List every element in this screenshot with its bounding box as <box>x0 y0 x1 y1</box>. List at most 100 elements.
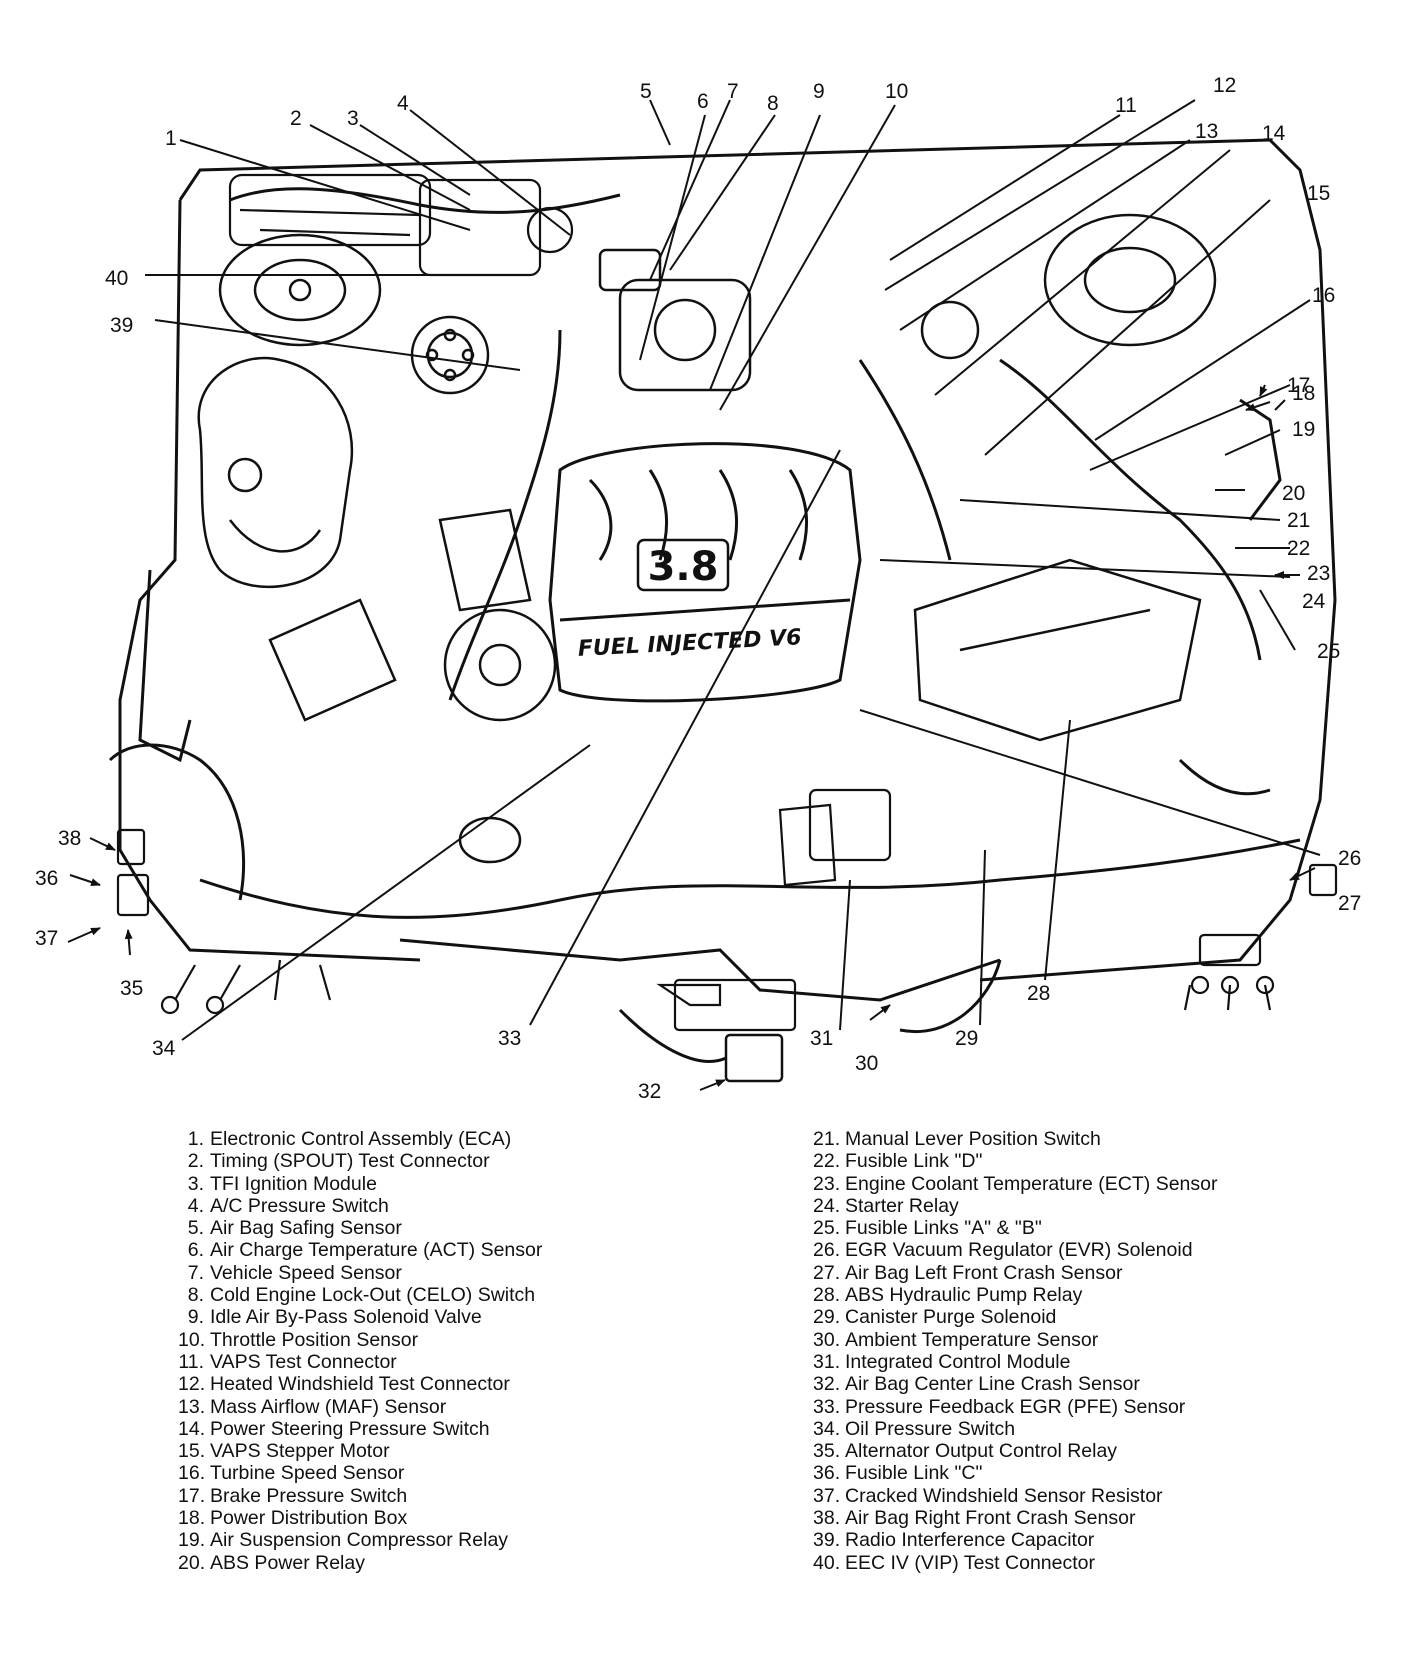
svg-text:3: 3 <box>347 107 359 130</box>
svg-text:38: 38 <box>58 827 81 850</box>
svg-text:12: 12 <box>1213 74 1236 97</box>
svg-text:30: 30 <box>855 1052 878 1075</box>
svg-text:4: 4 <box>397 92 409 115</box>
lower-right-connectors <box>1183 863 1338 1011</box>
callout-arrows <box>67 384 1316 1091</box>
svg-text:29: 29 <box>955 1027 978 1050</box>
legend-item: 23.Engine Coolant Temperature (ECT) Sens… <box>813 1172 1218 1195</box>
center-crash-sensor-body <box>724 1033 784 1083</box>
legend-item: 19.Air Suspension Compressor Relay <box>178 1529 509 1552</box>
engine-compartment-diagram: 3.8 FUEL INJECTED V6 <box>35 74 1361 1103</box>
legend-item: 8.Cold Engine Lock-Out (CELO) Switch <box>187 1284 536 1307</box>
legend-item: 14.Power Steering Pressure Switch <box>178 1417 490 1440</box>
legend-item: 26.EGR Vacuum Regulator (EVR) Solenoid <box>813 1239 1193 1262</box>
legend-item: 25.Fusible Links "A" & "B" <box>813 1217 1042 1240</box>
legend-item: 28.ABS Hydraulic Pump Relay <box>813 1284 1083 1307</box>
svg-text:28: 28 <box>1027 982 1050 1005</box>
legend-item: 4.A/C Pressure Switch <box>187 1194 389 1217</box>
svg-text:20: 20 <box>1282 482 1305 505</box>
svg-text:24: 24 <box>1302 590 1326 613</box>
svg-text:11: 11 <box>1115 94 1137 117</box>
svg-text:36: 36 <box>35 867 58 890</box>
left-strut-tower <box>218 233 382 347</box>
legend-item: 15.VAPS Stepper Motor <box>178 1440 390 1463</box>
distributor <box>410 315 490 395</box>
wiring-harness <box>108 187 1301 1063</box>
svg-text:23: 23 <box>1307 562 1330 585</box>
svg-text:39: 39 <box>110 314 133 337</box>
legend-item: 2.Timing (SPOUT) Test Connector <box>187 1150 490 1173</box>
right-strut-tower <box>920 213 1217 360</box>
legend-item: 36.Fusible Link "C" <box>813 1462 983 1485</box>
legend-item: 9.Idle Air By-Pass Solenoid Valve <box>187 1306 482 1329</box>
legend-item: 39.Radio Interference Capacitor <box>813 1529 1095 1552</box>
legend-item: 33.Pressure Feedback EGR (PFE) Sensor <box>813 1395 1186 1418</box>
intake-manifold <box>548 442 862 703</box>
legend-item: 38.Air Bag Right Front Crash Sensor <box>813 1507 1136 1530</box>
svg-text:32: 32 <box>638 1080 661 1103</box>
svg-text:33: 33 <box>498 1027 521 1050</box>
legend-item: 27.Air Bag Left Front Crash Sensor <box>813 1261 1123 1284</box>
svg-text:26: 26 <box>1338 847 1361 870</box>
svg-text:35: 35 <box>120 977 143 1000</box>
svg-text:6: 6 <box>697 90 709 113</box>
legend-item: 12.Heated Windshield Test Connector <box>178 1373 510 1396</box>
legend-item: 29.Canister Purge Solenoid <box>813 1306 1057 1329</box>
legend-item: 35.Alternator Output Control Relay <box>813 1440 1118 1463</box>
legend-item: 40.EEC IV (VIP) Test Connector <box>813 1551 1095 1574</box>
svg-text:22: 22 <box>1287 537 1310 560</box>
legend-item: 18.Power Distribution Box <box>178 1507 408 1530</box>
svg-text:34: 34 <box>152 1037 176 1060</box>
legend-item: 31.Integrated Control Module <box>813 1350 1071 1373</box>
svg-text:8: 8 <box>767 92 779 115</box>
svg-text:5: 5 <box>640 80 652 103</box>
svg-text:15: 15 <box>1307 182 1330 205</box>
svg-text:16: 16 <box>1312 284 1335 307</box>
svg-text:27: 27 <box>1338 892 1361 915</box>
fuel-injected-badge: FUEL INJECTED V6 <box>577 625 802 662</box>
svg-text:9: 9 <box>813 80 825 103</box>
alternator <box>438 508 557 722</box>
legend-item: 5.Air Bag Safing Sensor <box>187 1217 402 1240</box>
svg-text:40: 40 <box>105 267 128 290</box>
legend-item: 37.Cracked Windshield Sensor Resistor <box>813 1484 1163 1507</box>
legend-item: 21.Manual Lever Position Switch <box>813 1128 1101 1150</box>
svg-text:14: 14 <box>1262 122 1286 145</box>
legend-item: 34.Oil Pressure Switch <box>813 1417 1016 1440</box>
svg-text:19: 19 <box>1292 418 1315 441</box>
lower-left-connectors <box>116 828 332 1015</box>
svg-text:2: 2 <box>290 107 302 130</box>
svg-text:21: 21 <box>1287 509 1310 532</box>
legend-item: 10.Throttle Position Sensor <box>178 1328 419 1351</box>
legend-item: 6.Air Charge Temperature (ACT) Sensor <box>187 1239 543 1262</box>
svg-text:25: 25 <box>1317 640 1340 663</box>
svg-text:13: 13 <box>1195 120 1218 143</box>
legend-item: 3.TFI Ignition Module <box>187 1172 377 1195</box>
engine-displacement-badge: 3.8 <box>648 544 719 590</box>
coolant-reservoir <box>197 356 354 589</box>
callout-numbers: 1 2 3 4 5 6 7 8 9 10 11 12 13 14 15 16 1… <box>35 74 1361 1103</box>
svg-text:7: 7 <box>727 80 739 103</box>
lower-center-components <box>656 788 892 1032</box>
legend-item: 7.Vehicle Speed Sensor <box>187 1261 402 1284</box>
legend-column-left: 1.Electronic Control Assembly (ECA) 2.Ti… <box>178 1128 542 1574</box>
svg-text:37: 37 <box>35 927 58 950</box>
legend-item: 1.Electronic Control Assembly (ECA) <box>187 1128 512 1150</box>
svg-text:1: 1 <box>165 127 177 150</box>
legend-item: 11.VAPS Test Connector <box>178 1350 397 1373</box>
legend-item: 16.Turbine Speed Sensor <box>178 1462 405 1485</box>
svg-text:17: 17 <box>1287 374 1310 397</box>
legend-item: 30.Ambient Temperature Sensor <box>813 1328 1099 1351</box>
legend-item: 24.Starter Relay <box>813 1194 959 1217</box>
engine-compartment-outline <box>118 138 1337 1002</box>
legend-item: 32.Air Bag Center Line Crash Sensor <box>813 1373 1140 1396</box>
legend-item: 17.Brake Pressure Switch <box>178 1484 408 1507</box>
legend-item: 20.ABS Power Relay <box>178 1551 365 1574</box>
legend-item: 22.Fusible Link "D" <box>813 1150 983 1173</box>
legend-item: 13.Mass Airflow (MAF) Sensor <box>178 1395 447 1418</box>
callout-leader-lines <box>145 99 1321 1041</box>
svg-text:31: 31 <box>810 1027 833 1050</box>
legend-column-right: 21.Manual Lever Position Switch 22.Fusib… <box>813 1128 1218 1574</box>
svg-text:18: 18 <box>1292 382 1315 405</box>
svg-text:10: 10 <box>885 80 908 103</box>
